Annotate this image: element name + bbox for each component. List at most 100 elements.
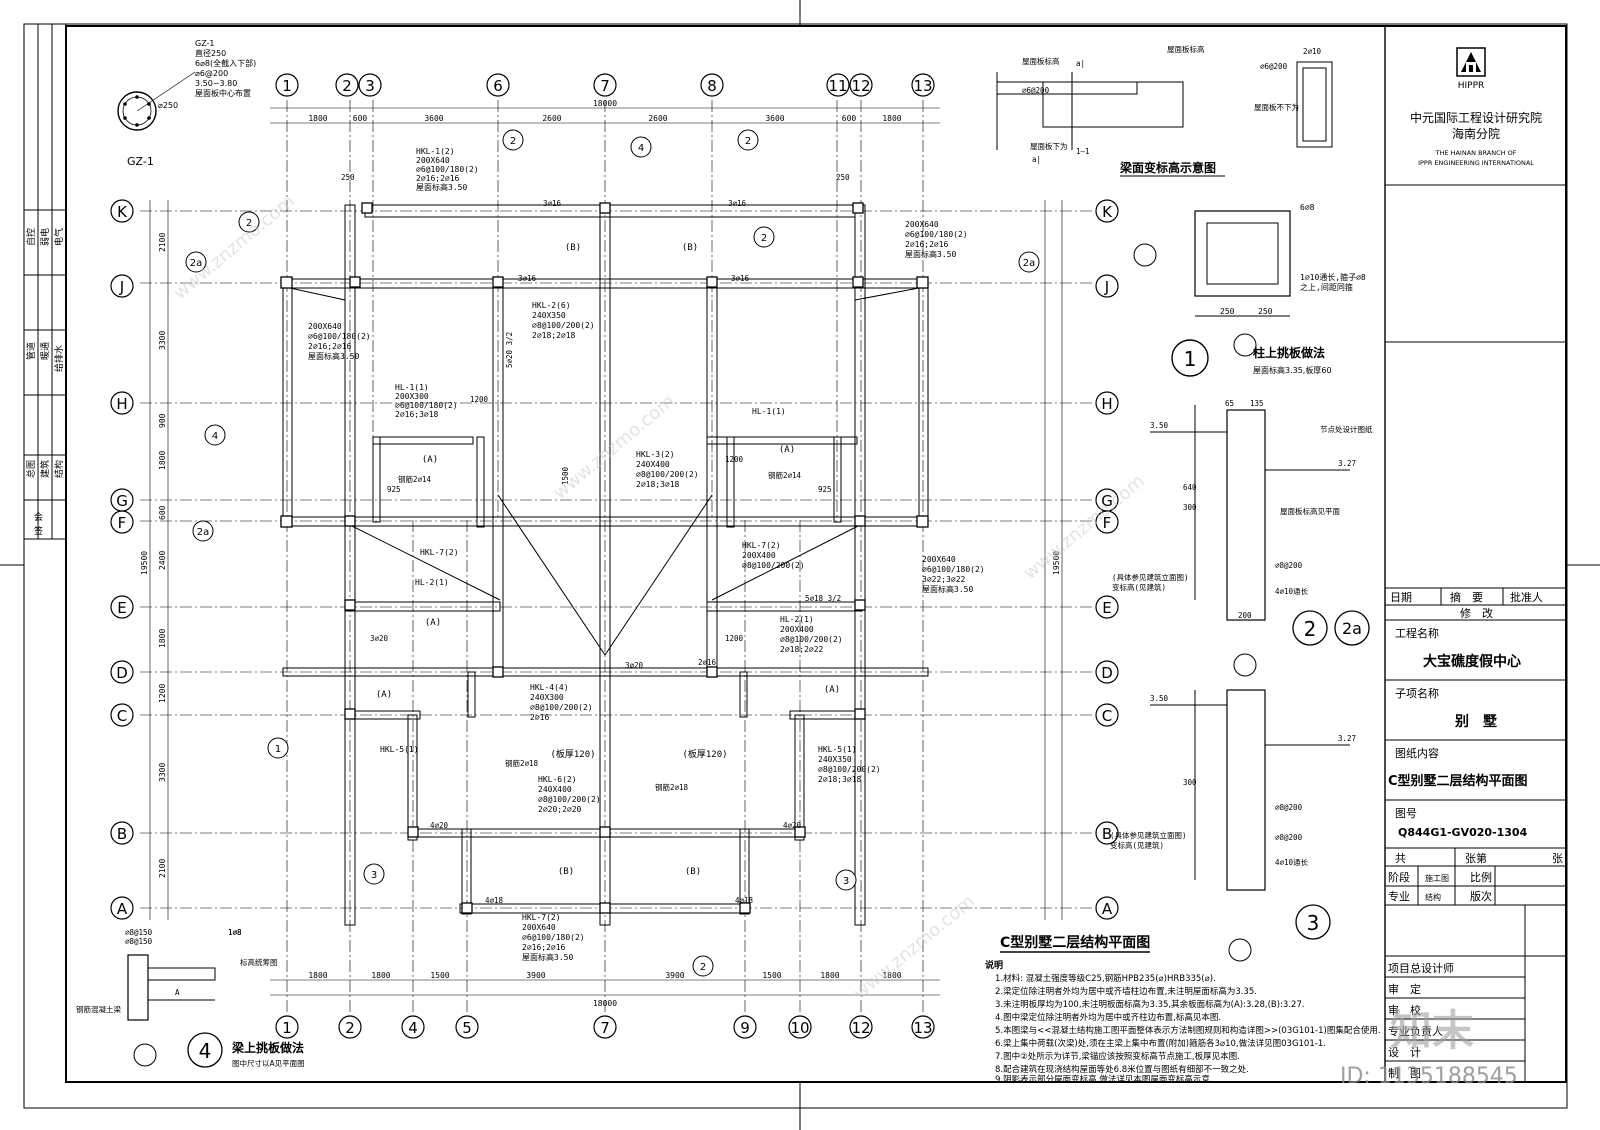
axis-label: J [119,278,124,296]
axis-label: 5 [462,1019,472,1037]
dim: 1500 [430,971,449,980]
dim: 1800 [371,971,390,980]
beam-label: HKL-5(1) [380,745,419,754]
dim: 3600 [765,114,784,123]
dims-top [270,107,940,124]
sheets-no: 张第 [1465,851,1487,865]
rebar-label: 3⌀20 [370,634,389,643]
axis-label: 12 [851,77,870,95]
dim: 1800 [158,451,167,470]
axis-label: E [117,599,126,617]
dim: 1800 [882,971,901,980]
label: 3.50 [1150,421,1169,430]
rev-header: 日期 [1390,591,1412,604]
strip-label: 签 [34,525,43,537]
project-name: 大宝礁度假中心 [1423,653,1521,670]
axis-label: 1 [282,77,292,95]
label: (具体参见建筑立面图) [1112,572,1189,582]
label: 屋面板不下为 [1254,102,1299,112]
rebar-label: 钢筋2⌀18 [505,758,539,768]
label: 屋面板标高见平面 [1280,506,1340,516]
axis-label: K [1102,203,1113,221]
axis-label: 6 [493,77,503,95]
note-line: 7.图中②处所示为详节,梁锚应该按照变标高节点施工,板厚见本图. [995,1051,1240,1062]
rebar-label: 3⌀20 [625,661,644,670]
svg-text:2a: 2a [190,258,203,269]
gz1-note: GZ-1 [195,39,215,48]
slab-label: (A) [824,685,840,695]
axis-bubbles-right [1095,199,1119,920]
detail-4-title: 梁上挑板做法 [231,1040,304,1055]
content-name: C型别墅二层结构平面图 [1388,773,1528,789]
beam-label: ⌀8@100/200(2) [636,470,699,479]
strip-label: 暖通 [39,342,51,360]
axis-label: G [1101,492,1113,510]
beam-label: 2⌀18;3⌀18 [636,480,680,489]
beam-label: ⌀8@100/200(2) [530,703,593,712]
svg-text:4: 4 [638,143,644,154]
slab-label: (A) [422,455,438,465]
axis-label: B [117,825,127,843]
rebar-label: 250 [341,173,355,182]
sheets-total: 共 [1395,852,1406,865]
beam-label: HKL-5(1) [818,745,857,754]
detail-1-title: 柱上挑板做法 [1253,345,1325,360]
dim: 900 [158,413,167,428]
sign-row: 审 定 [1388,982,1421,996]
beam-label: HKL-2(6) [532,301,571,310]
strip-label: 结构 [53,460,65,478]
beam-label: HL-1(1) [752,407,786,416]
label: 变标高(见建筑) [1112,582,1166,592]
rebar-label: 5⌀18 3/2 [805,594,841,603]
dim: 1500 [762,971,781,980]
title-block-text: 日期 摘 要 批准人 修 改 工程名称 大宝礁度假中心 子项名称 别 墅 图纸内… [1388,590,1563,1080]
svg-text:2: 2 [246,218,252,229]
svg-text:2: 2 [745,136,751,147]
label: 1—1 [1076,147,1090,156]
beam-label: 200X640 [922,555,956,564]
beam-label: HKL-7(2) [742,541,781,550]
beam-label: HL-1(1) [395,383,429,392]
project-label: 工程名称 [1395,626,1439,640]
dim: 3300 [158,763,167,782]
company-name-cn2: 海南分院 [1452,126,1500,141]
subitem-label: 子项名称 [1395,686,1439,700]
beams [282,204,929,926]
left-sign-strip [23,23,67,540]
dims-bottom [270,979,940,996]
detail-2 [1150,405,1370,677]
axis-label: A [117,900,128,918]
slab-labels: (B) (B) (A) (A) (A) (A) (A) (B) (B) (板厚1… [376,243,840,877]
dim: 3600 [424,114,443,123]
beam-label: ⌀6@100/180(2) [416,165,479,174]
label: 3.27 [1338,459,1356,468]
label: 变标高(见建筑) [1110,840,1164,850]
watermark-url: www.znzmo.com [170,191,299,304]
axis-label: C [117,707,127,725]
label: 640 [1183,483,1197,492]
beam-label: 屋面标高3.50 [522,952,573,962]
beam-label: 屋面标高3.50 [308,351,359,361]
rebar-label: 925 [387,485,401,494]
label: 之上,间距同箍 [1300,282,1353,292]
note-line: 8.配合建筑在现浇结构屋面等处6.8米位置与图纸有细部不一致之处. [995,1064,1249,1075]
section-top-labels: 屋面板标高 屋面板标高 ⌀6@200 屋面板下为 屋面板不下为 2⌀10 ⌀6@… [1022,44,1322,164]
axis-labels-top: 1 2 3 6 7 8 11 12 13 [282,77,932,95]
label: 300 [1183,778,1197,787]
dim: 2100 [158,859,167,878]
beam-label: 240X350 [532,311,566,320]
strip-label: 电气 [53,228,65,246]
beam-label: HKL-7(2) [522,913,561,922]
watermark-url: www.znzmo.com [850,891,979,1004]
slab-label: (A) [376,690,392,700]
svg-text:2a: 2a [1023,258,1036,269]
axis-label: F [1103,514,1112,532]
rebar-label: 1200 [470,395,489,404]
strip-label: 总图 [25,460,37,478]
slab-label: (B) [685,867,701,877]
dim: 2600 [542,114,561,123]
svg-text:2a: 2a [197,527,210,538]
axis-label: 7 [600,1019,610,1037]
rebar-label: 4⌀18 [735,896,754,905]
axis-label: G [116,492,128,510]
